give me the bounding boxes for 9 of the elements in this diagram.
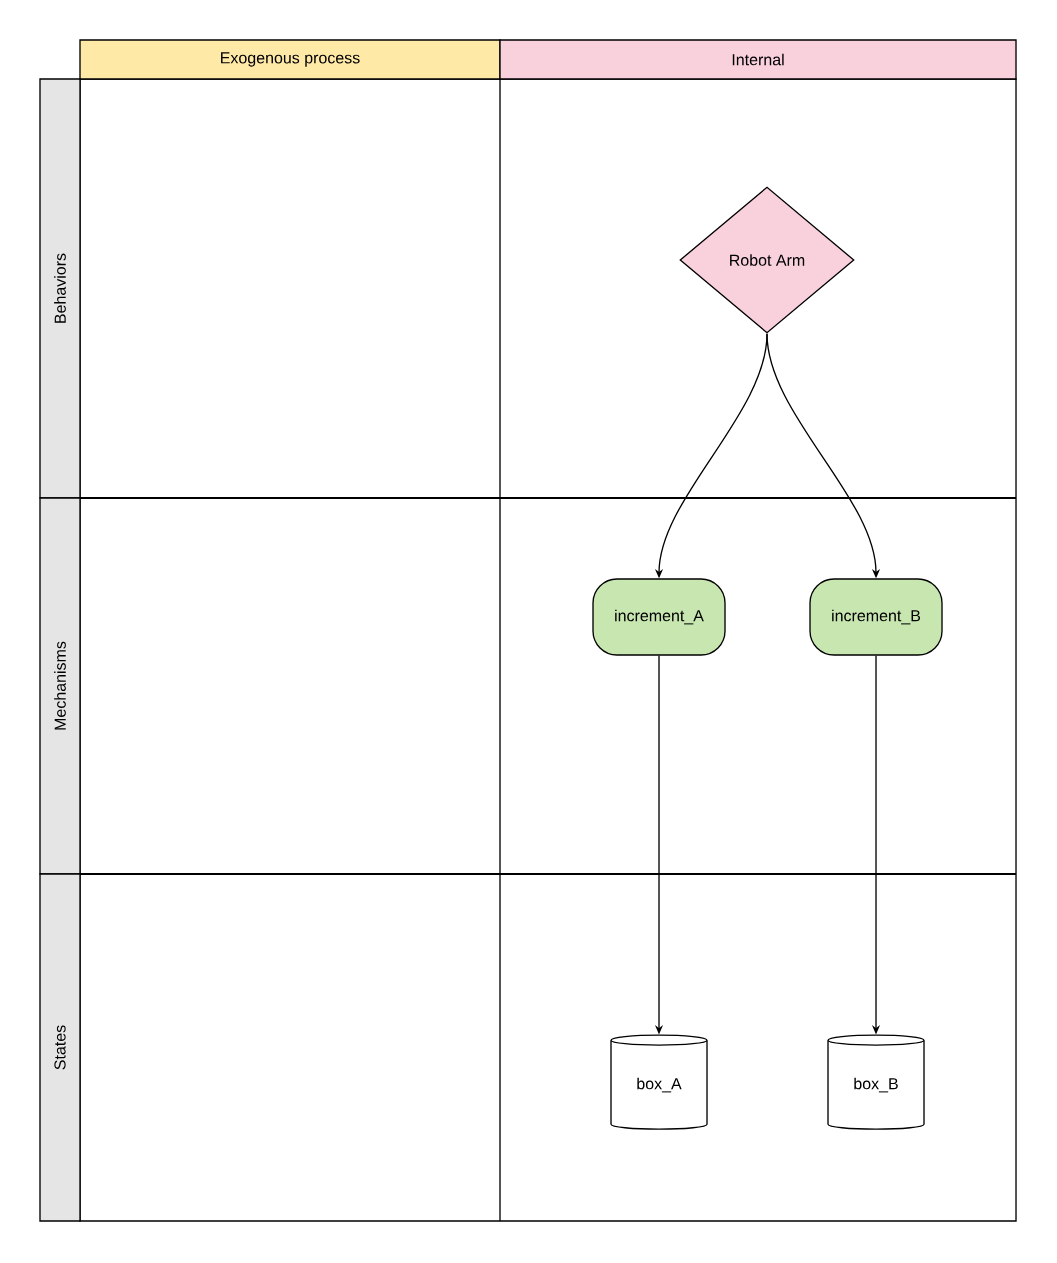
process-box: increment_A [592, 578, 726, 656]
column-header: Exogenous process [79, 39, 501, 80]
row-header: Behaviors [39, 78, 81, 499]
column-header: Internal [499, 39, 1017, 80]
storage-cylinder: box_B [827, 1034, 925, 1130]
row-header: Mechanisms [39, 497, 81, 875]
row-header: States [39, 873, 81, 1222]
storage-cylinder: box_A [610, 1034, 708, 1130]
process-box: increment_B [809, 578, 943, 656]
